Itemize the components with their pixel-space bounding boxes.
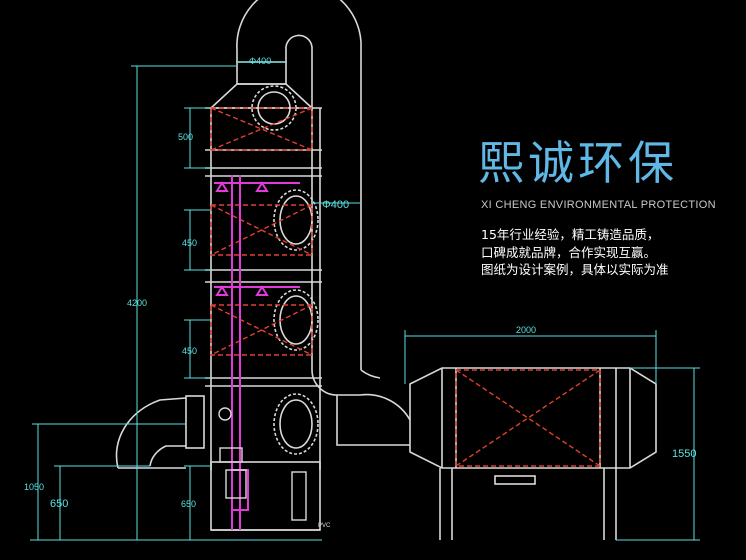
dim-filter-height: 1550 — [672, 448, 696, 460]
dim-top-section: 500 — [178, 132, 193, 142]
filter-media — [455, 369, 601, 467]
brand-title: 熙诚环保 — [478, 136, 678, 190]
dim-duct-top-dia: Φ400 — [249, 56, 271, 66]
dim-total-height: 4200 — [127, 298, 147, 308]
dim-mid-section-2: 450 — [182, 346, 197, 356]
scrubber-tower — [205, 83, 322, 531]
dim-inlet-height: 1050 — [24, 482, 44, 492]
dim-tower-base: 650 — [181, 499, 196, 509]
circulation-pump — [218, 407, 307, 521]
top-elbow-duct — [236, 0, 362, 70]
dim-filter-width: 2000 — [516, 325, 536, 335]
description-line: 15年行业经验，精工铸造品质， — [481, 227, 660, 242]
description-line: 口碑成就品牌，合作实现互赢。 — [481, 244, 657, 260]
description-line: 图纸为设计案例，具体以实际为准 — [481, 262, 669, 277]
vertical-duct — [311, 70, 411, 446]
pvc-label: PVC — [318, 523, 331, 529]
inlet-duct — [115, 395, 205, 469]
dimension-lines — [30, 61, 700, 541]
dimension-labels: Φ400 Φ400 500 450 450 4200 1050 650 650 … — [24, 56, 696, 529]
packing-layers — [210, 107, 313, 356]
brand-subtitle: XI CHENG ENVIRONMENTAL PROTECTION — [481, 199, 716, 211]
description: 15年行业经验，精工铸造品质， 口碑成就品牌，合作实现互赢。 图纸为设计案例，具… — [481, 226, 669, 279]
dim-inlet-base: 650 — [50, 498, 68, 510]
dim-duct-side-dia: Φ400 — [322, 199, 349, 211]
dim-mid-section-1: 450 — [182, 238, 197, 248]
filter-box — [409, 367, 657, 540]
spray-pipes — [214, 175, 300, 530]
